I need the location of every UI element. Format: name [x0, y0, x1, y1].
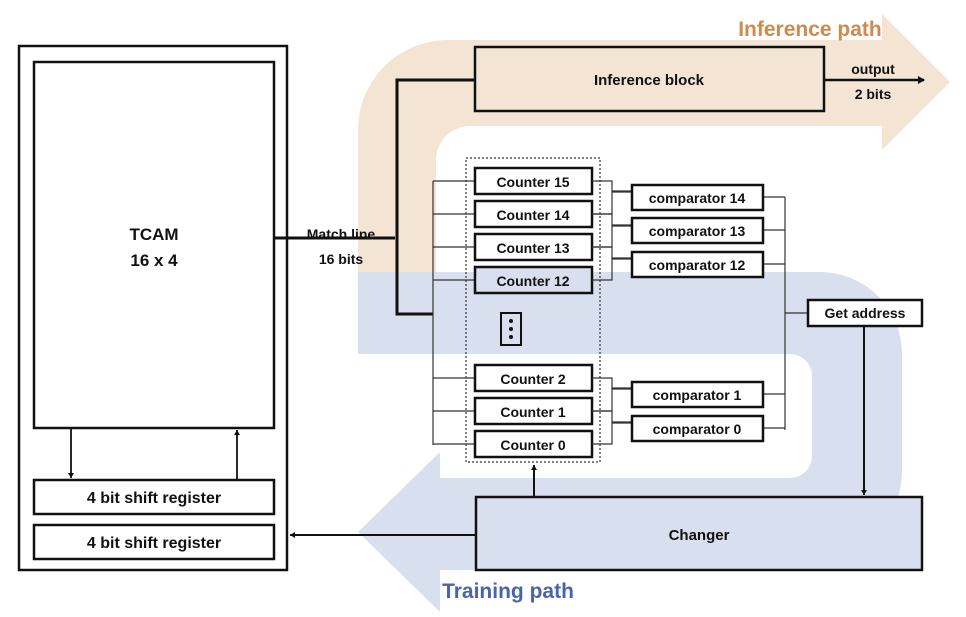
- comparator-box: [630, 216, 765, 245]
- counter-ellipsis-box: [500, 312, 522, 346]
- comparator-label: comparator 12: [649, 257, 746, 273]
- get-address-label: Get address: [825, 305, 906, 321]
- counter-box: [473, 265, 594, 295]
- inference-block-label: Inference block: [594, 72, 705, 89]
- inference-path-label: Inference path: [738, 18, 882, 41]
- match-line-bus: [395, 78, 475, 316]
- shift-register-2: [32, 523, 276, 561]
- shift-register-2-label: 4 bit shift register: [87, 535, 221, 552]
- counter-label: Counter 0: [500, 437, 566, 453]
- counter-label: Counter 12: [496, 273, 569, 289]
- counter-label: Counter 1: [500, 404, 566, 420]
- counter-to-comparator-wire: [592, 213, 632, 226]
- ellipsis-icon: [509, 319, 513, 339]
- comparator-label: comparator 1: [653, 387, 742, 403]
- training-path-label: Training path: [442, 580, 574, 603]
- comparator-label: comparator 13: [649, 223, 746, 239]
- tcam-title: TCAM: [129, 225, 178, 244]
- comparator-label: comparator 0: [653, 421, 742, 437]
- counter-to-comparator-wire: [592, 191, 632, 215]
- counter-label: Counter 2: [500, 371, 566, 387]
- tcam-size: 16 x 4: [130, 251, 178, 270]
- comparator-array: comparator 14 comparator 13 comparator 12 c…: [630, 183, 765, 443]
- counter-to-comparator-wire: [592, 388, 632, 412]
- counter-to-comparator-wire: [592, 422, 632, 445]
- shift-register-1: [32, 478, 276, 516]
- counter-label: Counter 15: [496, 174, 569, 190]
- match-line-label: Match line: [307, 226, 376, 242]
- changer-block: [474, 495, 924, 572]
- counter-to-comparator-wire: [592, 410, 632, 423]
- counter-to-comparator-wire: [592, 225, 632, 248]
- comparator-box: [630, 380, 765, 409]
- comparator-box: [630, 414, 765, 443]
- counter-input-taps: [433, 180, 475, 445]
- comparator-label: comparator 14: [649, 190, 746, 206]
- shift-register-1-label: 4 bit shift register: [87, 490, 221, 507]
- counter-array-group: [465, 157, 601, 463]
- match-line-width: 16 bits: [319, 251, 364, 267]
- counter-label: Counter 13: [496, 240, 569, 256]
- counter-box: [473, 232, 594, 262]
- output-label: output: [851, 61, 895, 77]
- tcam-block: [32, 60, 276, 430]
- comparator-box: [630, 183, 765, 212]
- counter-to-comparator-wire: [592, 180, 632, 192]
- output-width: 2 bits: [855, 86, 892, 102]
- counter-box: [473, 396, 594, 426]
- comparator-box: [630, 250, 765, 279]
- counter-to-comparator-wire: [592, 377, 632, 389]
- changer-label: Changer: [669, 527, 730, 544]
- counter-to-comparator-wire: [592, 246, 632, 259]
- counter-comparator-wires: [592, 180, 785, 445]
- counter-label: Counter 14: [496, 207, 569, 223]
- counter-to-comparator-wire: [592, 258, 632, 281]
- get-address-block: [806, 298, 924, 328]
- counter-box: [473, 166, 594, 196]
